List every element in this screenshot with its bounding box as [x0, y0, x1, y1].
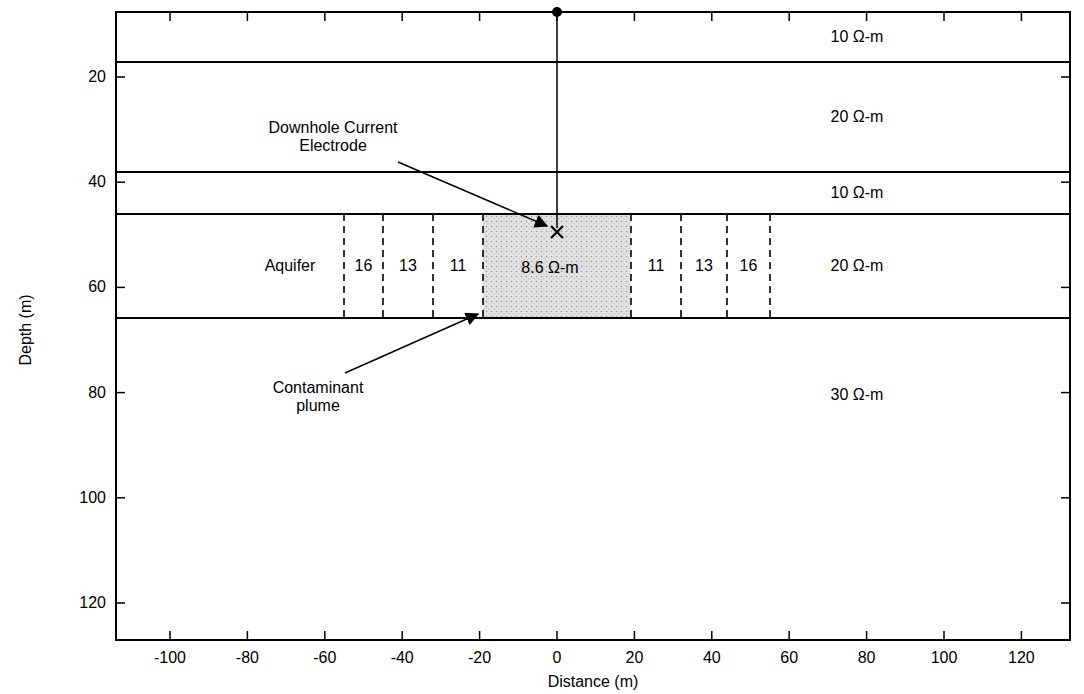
resistivity-value: 30 Ω-m	[831, 386, 884, 404]
axis-title: Distance (m)	[548, 673, 639, 691]
layer-boundaries	[116, 62, 1070, 318]
axis-tick-label: -80	[236, 649, 259, 667]
callout-label: Contaminant plume	[258, 379, 378, 416]
resistivity-zone: 11	[631, 214, 681, 318]
aquifer-layer: Aquifer 20 Ω-m 16 13 11 8.6 Ω-m 11 13 16	[116, 214, 1070, 318]
resistivity-value: 10 Ω-m	[831, 28, 884, 46]
axis-tick-label: 80	[88, 383, 106, 401]
callout-label: Downhole Current Electrode	[263, 119, 403, 156]
resistivity-zone: 16	[344, 214, 383, 318]
axis-tick-label: -100	[154, 649, 186, 667]
resistivity-value: 20 Ω-m	[831, 257, 884, 275]
axis-tick-label: 0	[553, 649, 562, 667]
axis-tick-label: -60	[313, 649, 336, 667]
resistivity-value: 11	[648, 257, 665, 275]
resistivity-value: 20 Ω-m	[831, 108, 884, 126]
leader-arrow	[398, 162, 547, 226]
plume-shading	[483, 214, 631, 318]
contaminant-plume: 8.6 Ω-m	[483, 214, 631, 318]
axis-tick-label: 20	[88, 68, 106, 86]
axis-tick-label: 100	[931, 649, 958, 667]
resistivity-value: 16	[740, 257, 758, 275]
axis-tick-label: 40	[88, 173, 106, 191]
borehole	[556, 12, 558, 228]
resistivity-zone: 13	[383, 214, 433, 318]
axis-tick-label: 40	[703, 649, 721, 667]
resistivity-layer: 20 Ω-m	[116, 62, 1070, 172]
axis-tick-label: 120	[79, 594, 106, 612]
axis-tick-label: 80	[858, 649, 876, 667]
resistivity-zone: 13	[681, 214, 727, 318]
resistivity-zone: 11	[433, 214, 483, 318]
layer-name: Aquifer	[265, 257, 316, 275]
resistivity-value: 10 Ω-m	[831, 184, 884, 202]
plot-frame	[116, 12, 1070, 640]
resistivity-layer: 10 Ω-m	[116, 172, 1070, 214]
resistivity-value: 13	[695, 257, 713, 275]
resistivity-value: 13	[399, 257, 417, 275]
axis-tick-label: 20	[625, 649, 643, 667]
axis-tick-label: 60	[88, 278, 106, 296]
resistivity-value: 8.6 Ω-m	[521, 259, 578, 277]
axis-tick-label: 120	[1008, 649, 1035, 667]
resistivity-zone: 16	[727, 214, 770, 318]
resistivity-value: 11	[450, 257, 467, 275]
resistivity-value: 16	[355, 257, 373, 275]
resistivity-layer: 10 Ω-m	[116, 12, 1070, 62]
axis-tick-label: -20	[468, 649, 491, 667]
axis-tick-label: 100	[79, 489, 106, 507]
axis-tick-label: 60	[780, 649, 798, 667]
borehole-collar	[552, 7, 562, 17]
leader-arrow	[345, 314, 478, 373]
axis-title: Depth (m)	[17, 294, 35, 365]
axis-tick-label: -40	[391, 649, 414, 667]
resistivity-layer: 30 Ω-m	[116, 318, 1070, 640]
axis-ticks	[116, 12, 1070, 640]
zone-boundaries	[344, 214, 770, 318]
electrode-marker	[551, 226, 563, 238]
